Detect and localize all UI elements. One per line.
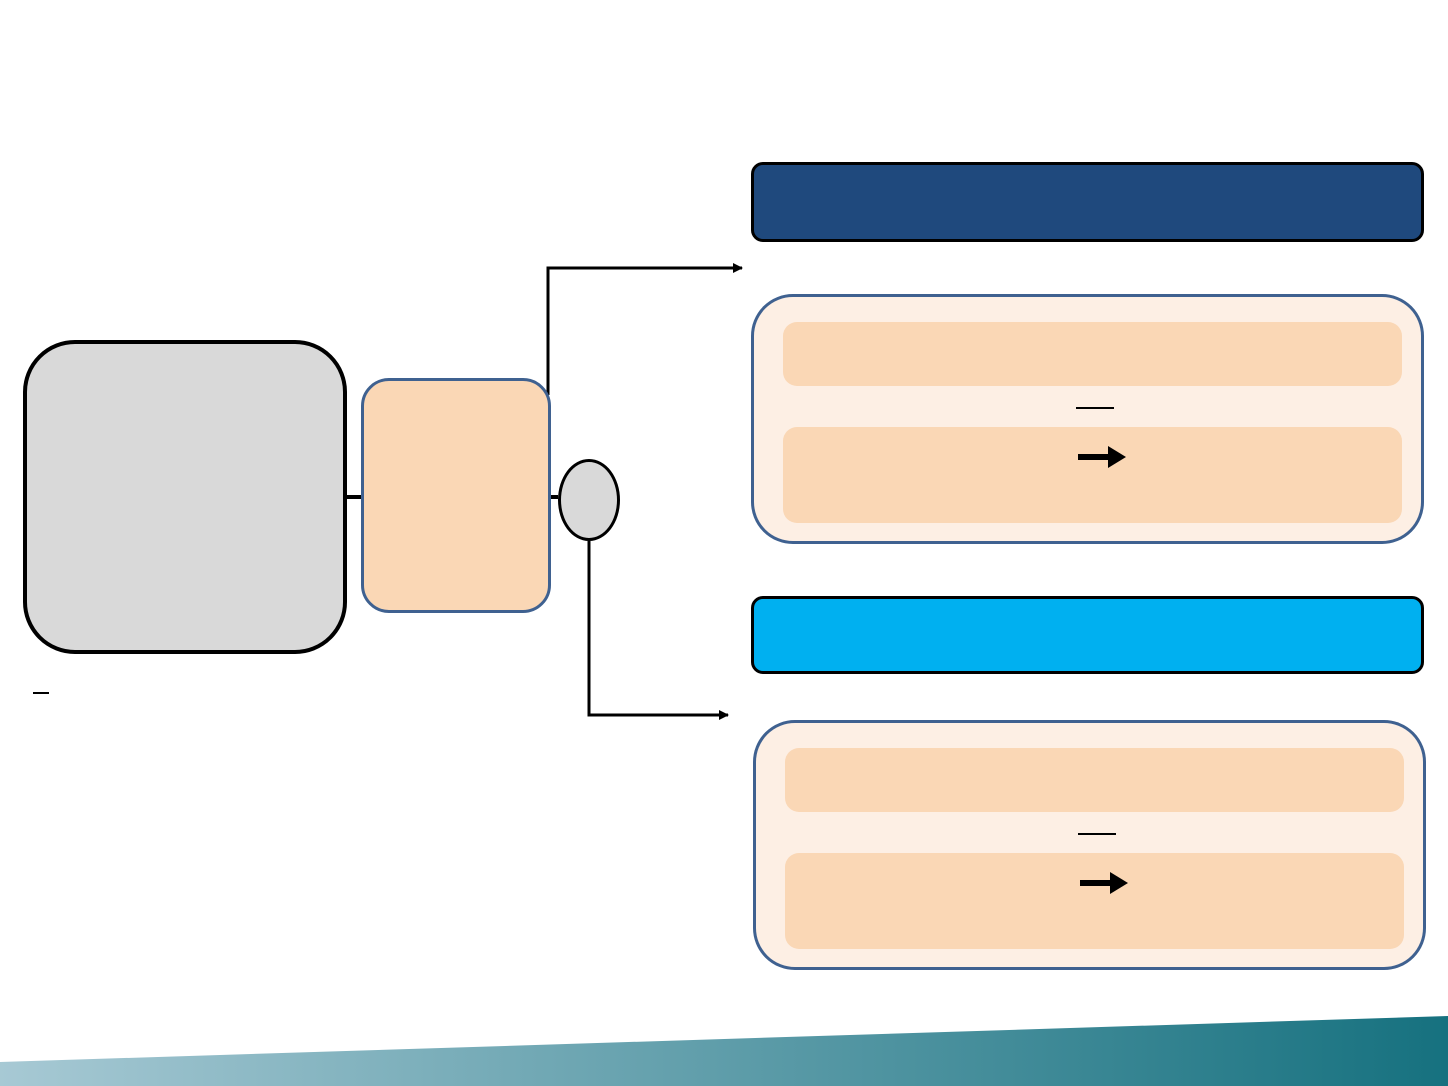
branch-bottom-lower-box	[785, 853, 1404, 949]
branch-top-lower-box	[783, 427, 1402, 523]
right-arrow-icon	[1080, 872, 1128, 894]
footnote-mark	[33, 692, 49, 694]
branch-bottom-panel	[753, 720, 1426, 970]
branch-bottom-header	[751, 596, 1424, 674]
source-node	[23, 340, 347, 654]
bottom-decor-band	[0, 1016, 1448, 1086]
fraction-bar	[1078, 833, 1116, 835]
process-node	[361, 378, 551, 613]
right-arrow-icon	[1078, 446, 1126, 468]
branch-bottom-upper-box	[785, 748, 1404, 812]
branch-top-panel	[751, 294, 1424, 544]
branch-top-upper-box	[783, 322, 1402, 386]
fraction-bar	[1076, 407, 1114, 409]
junction-node	[558, 459, 620, 541]
connector-top-branch	[546, 263, 743, 395]
branch-top-header	[751, 162, 1424, 242]
connector-bottom-branch	[587, 541, 729, 720]
